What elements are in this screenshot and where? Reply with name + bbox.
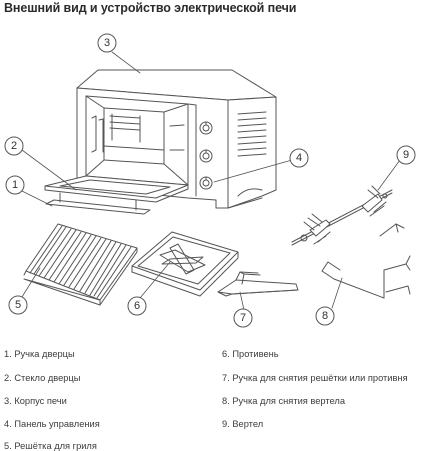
oven-body [76, 69, 277, 209]
callout-8: 8 [322, 310, 328, 322]
baking-tray [131, 231, 239, 297]
callout-9: 9 [403, 149, 409, 161]
callout-4: 4 [296, 152, 302, 164]
callout-6: 6 [134, 300, 140, 312]
spit-handle [321, 223, 411, 299]
callout-7: 7 [240, 312, 246, 324]
oven-diagram: 3 2 1 4 9 5 6 7 8 [4, 33, 416, 328]
diagram-title: Внешний вид и устройство электрической п… [4, 1, 297, 15]
callout-3: 3 [104, 37, 110, 49]
legend-item-6: 6. Противень [222, 349, 279, 359]
callout-2: 2 [11, 140, 17, 152]
legend-item-4: 4. Панель управления [4, 419, 100, 429]
rotisserie-spit [291, 185, 393, 246]
callout-1: 1 [12, 179, 18, 191]
legend-item-1: 1. Ручка дверцы [4, 349, 75, 359]
legend-item-5: 5. Решётка для гриля [4, 441, 97, 451]
legend-item-9: 9. Вертел [222, 419, 264, 429]
legend-item-2: 2. Стекло дверцы [4, 373, 81, 383]
leader-lines [19, 51, 401, 311]
oven-door [44, 175, 189, 215]
tray-handle [217, 271, 299, 297]
callout-5: 5 [15, 299, 21, 311]
callout-circles [4, 33, 416, 328]
legend-item-7: 7. Ручка для снятия решётки или противня [222, 373, 408, 383]
legend-item-8: 8. Ручка для снятия вертела [222, 396, 345, 406]
grill-rack [23, 223, 138, 306]
legend-item-3: 3. Корпус печи [4, 396, 67, 406]
